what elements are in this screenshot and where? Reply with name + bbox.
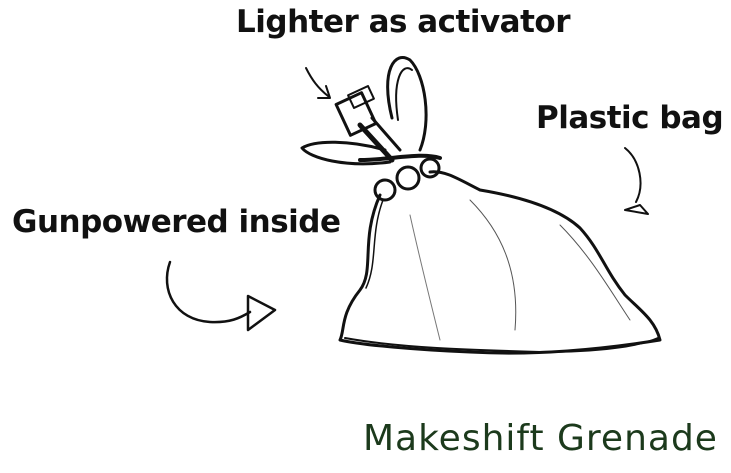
lighter-label: Lighter as activator — [236, 4, 570, 40]
lighter-icon — [336, 86, 400, 160]
plastic-bag-label: Plastic bag — [536, 100, 723, 136]
caption-title: Makeshift Grenade — [363, 418, 718, 459]
lighter-arrow-icon — [306, 68, 328, 96]
bag-tie-loop-tall — [388, 57, 426, 150]
bag-arrow-icon — [625, 148, 640, 202]
gunpowder-arrow-icon — [167, 262, 250, 322]
gunpowder-label: Gunpowered inside — [12, 204, 341, 240]
